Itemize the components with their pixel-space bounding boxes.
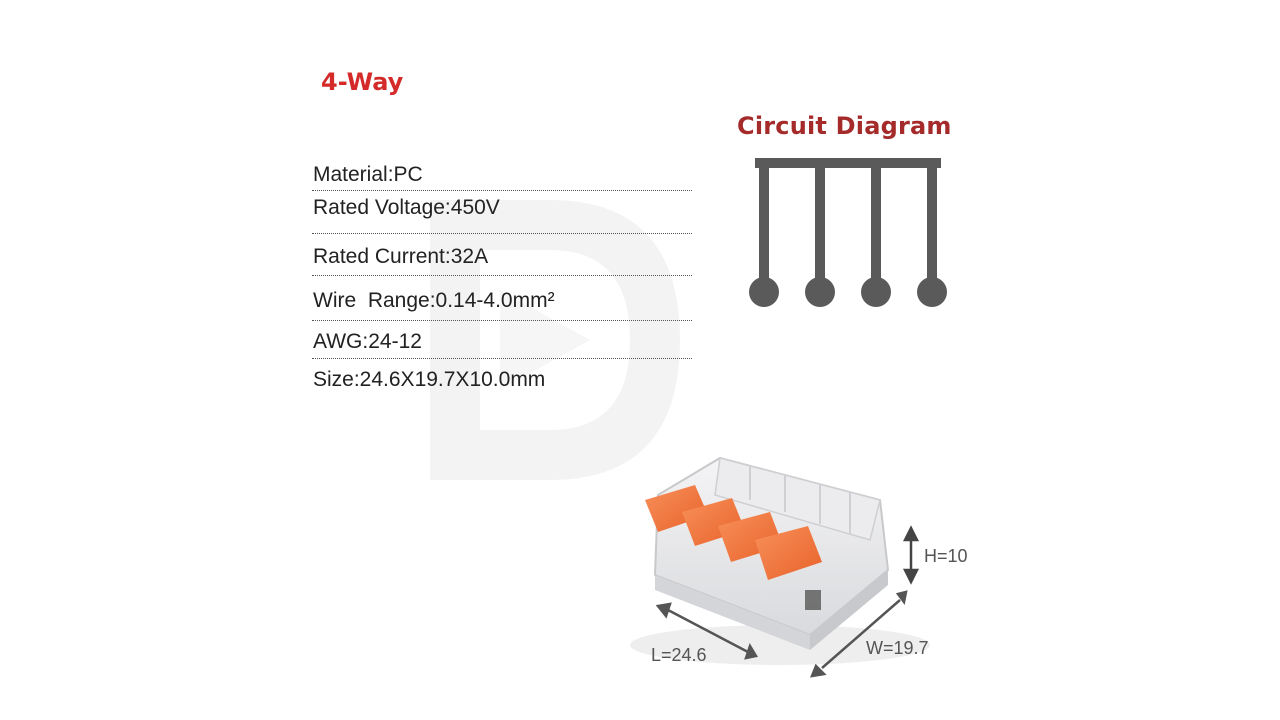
- height-dimension-label: H=10: [924, 546, 968, 566]
- length-dimension-label: L=24.6: [651, 645, 707, 665]
- width-arrow: [810, 590, 908, 678]
- circuit-node-4: [917, 277, 947, 307]
- circuit-terminal-1: [759, 158, 769, 288]
- spec-size: Size:24.6X19.7X10.0mm: [313, 368, 546, 391]
- height-arrow: [902, 525, 920, 585]
- spec-rated-current: Rated Current:32A: [312, 234, 692, 276]
- circuit-node-3: [861, 277, 891, 307]
- circuit-diagram: [749, 158, 947, 307]
- circuit-diagram-title: Circuit Diagram: [737, 112, 952, 140]
- spec-list: Material:PC Rated Voltage:450V Rated Cur…: [312, 158, 692, 399]
- orange-levers: [645, 485, 822, 580]
- spec-rated-voltage: Rated Voltage:450V: [312, 191, 692, 234]
- spec-wire-range: Wire Range:0.14-4.0mm²: [312, 276, 692, 321]
- circuit-node-2: [805, 277, 835, 307]
- circuit-terminal-2: [815, 158, 825, 288]
- spec-awg: AWG:24-12: [312, 321, 692, 359]
- spec-material: Material:PC: [312, 158, 692, 191]
- circuit-terminal-4: [927, 158, 937, 288]
- product-title: 4-Way: [321, 68, 404, 96]
- circuit-busbar: [755, 158, 941, 168]
- circuit-node-1: [749, 277, 779, 307]
- width-dimension-label: W=19.7: [866, 638, 929, 658]
- length-arrow: [655, 602, 758, 660]
- connector-product-image: [630, 456, 930, 678]
- circuit-terminals: [749, 158, 947, 307]
- watermark-logo-icon: [430, 200, 680, 480]
- circuit-terminal-3: [871, 158, 881, 288]
